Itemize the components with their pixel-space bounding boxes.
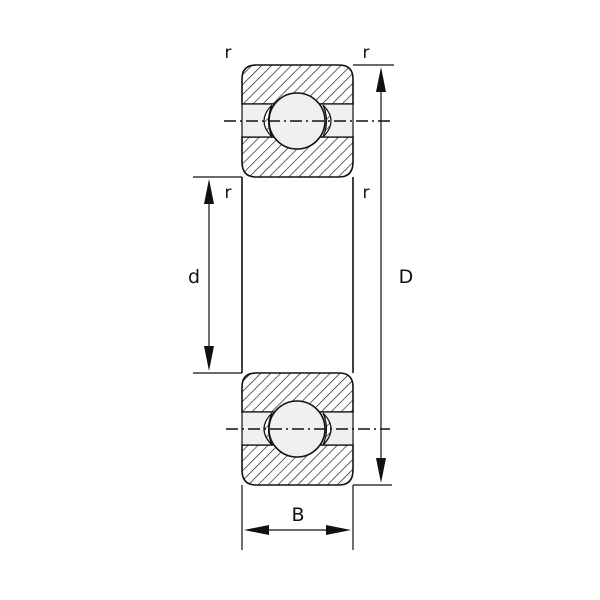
lower-ring-section <box>226 372 390 486</box>
D-arrow-bottom <box>376 458 386 483</box>
label-d: d <box>188 266 200 288</box>
upper-inner-ring <box>241 136 354 178</box>
lower-cage-right <box>322 412 332 446</box>
label-r-top-right: r <box>363 43 370 63</box>
label-r-top-left: r <box>225 43 232 63</box>
d-arrow-bottom <box>204 346 214 371</box>
label-D: D <box>399 266 414 288</box>
label-B: B <box>291 504 304 526</box>
upper-cage-right <box>322 104 332 138</box>
label-r-inner-left: r <box>225 183 232 203</box>
bore-outline <box>241 177 354 373</box>
B-arrow-right <box>326 525 351 535</box>
B-arrow-left <box>244 525 269 535</box>
dimension-d <box>193 176 242 374</box>
label-r-inner-right: r <box>363 183 370 203</box>
dimension-D <box>353 64 394 486</box>
dimension-B <box>241 485 354 550</box>
lower-outer-ring <box>241 444 354 486</box>
D-arrow-top <box>376 67 386 92</box>
d-arrow-top <box>204 179 214 204</box>
upper-ring-section <box>224 64 394 178</box>
